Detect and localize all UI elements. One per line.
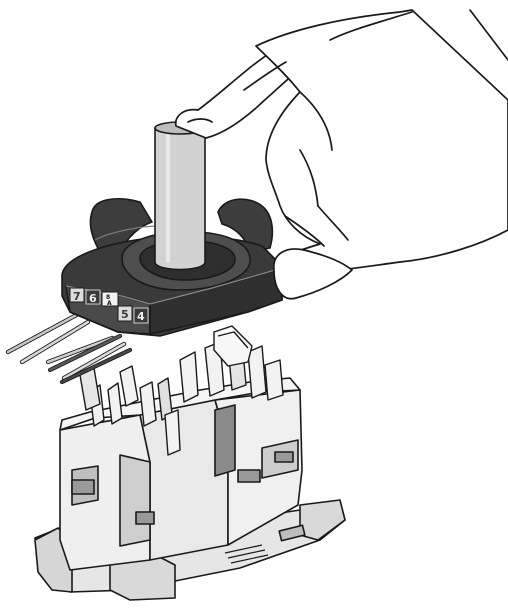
housing-dark-slot	[214, 404, 236, 477]
jack-housing	[34, 377, 346, 601]
housing-shadow-mid	[119, 454, 151, 547]
housing-base-ribs	[224, 544, 269, 564]
cable-jacket	[154, 127, 206, 271]
housing-window-2	[135, 511, 155, 525]
cap-right-wing	[217, 198, 274, 253]
pin-box-right-inner	[117, 305, 133, 322]
pin-label-5: 5	[121, 308, 129, 321]
latch-tab	[213, 325, 253, 367]
pin-label-6: 6	[89, 292, 97, 305]
housing-window-3	[237, 469, 261, 483]
pin-label-4: 4	[137, 310, 145, 323]
pin-box-right-outer	[133, 307, 149, 324]
fork-2	[107, 382, 123, 425]
fork-12	[264, 359, 284, 401]
housing-base-notch	[278, 524, 306, 542]
pin-box-left-outer	[69, 287, 85, 303]
fork-8	[179, 351, 199, 403]
housing-right-foot	[299, 499, 346, 541]
fork-11	[247, 345, 267, 399]
pin-labels: 7 6 8 A 5 4	[73, 290, 145, 323]
fork-7	[164, 409, 181, 456]
pin-label-7: 7	[73, 290, 81, 303]
housing-top-deck	[59, 377, 301, 431]
pin-label-a: A	[107, 300, 112, 307]
cable	[154, 121, 206, 271]
cap-left-wing	[89, 198, 153, 253]
fork-4	[119, 365, 139, 407]
fork-5	[139, 381, 157, 427]
pin-box-center	[101, 291, 119, 307]
pin-box-left-inner	[85, 289, 101, 305]
hand	[174, 9, 508, 300]
hand-back	[255, 9, 508, 282]
contact-forks	[79, 325, 284, 456]
hand-thumb	[273, 248, 353, 300]
housing-window-1	[71, 479, 95, 495]
pin-label-8: 8	[106, 294, 110, 301]
housing-window-4	[274, 451, 294, 463]
